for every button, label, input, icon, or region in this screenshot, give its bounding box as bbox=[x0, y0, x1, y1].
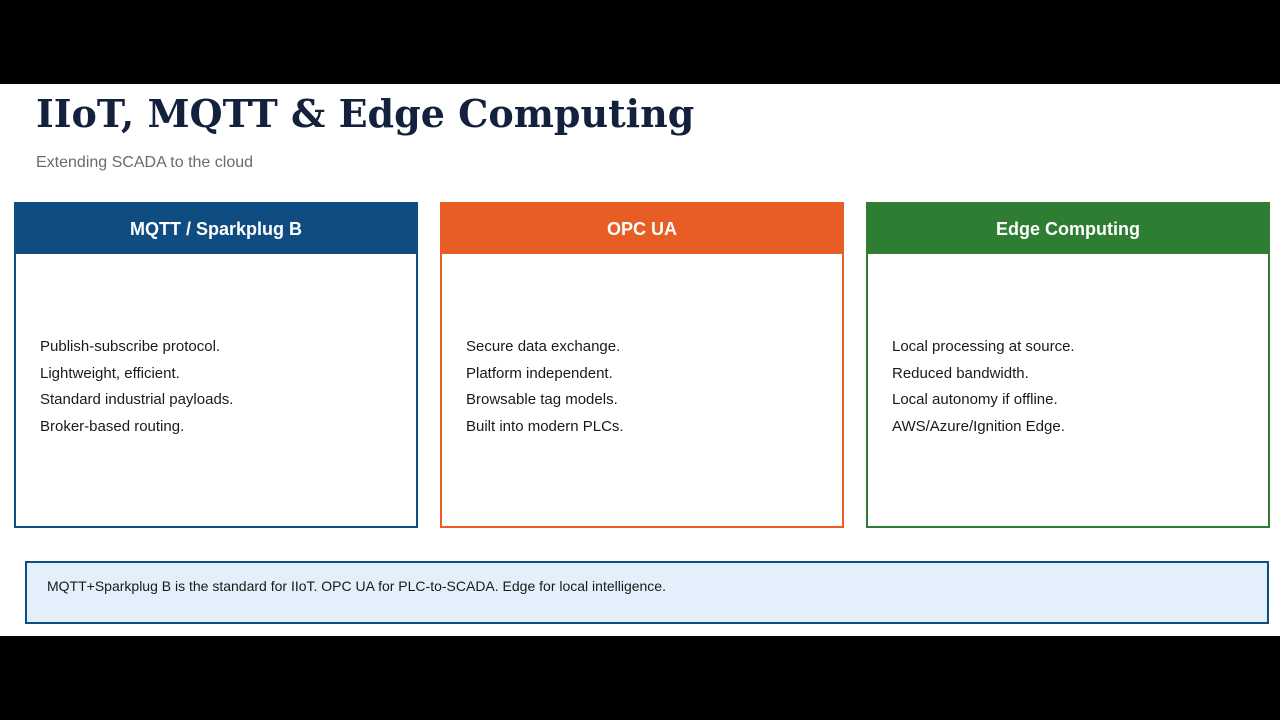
card-header: OPC UA bbox=[442, 204, 842, 254]
card-item: AWS/Azure/Ignition Edge. bbox=[892, 417, 1065, 435]
card-item-list: Secure data exchange. Platform independe… bbox=[466, 334, 818, 440]
card-title: OPC UA bbox=[606, 218, 677, 239]
summary-box: MQTT+Sparkplug B is the standard for IIo… bbox=[25, 561, 1269, 624]
card-header: MQTT / Sparkplug B bbox=[16, 204, 416, 254]
card-item-list: Local processing at source. Reduced band… bbox=[892, 334, 1244, 440]
card-item: Publish-subscribe protocol. bbox=[40, 338, 221, 355]
card-mqtt-sparkplug: MQTT / Sparkplug B Publish-subscribe pro… bbox=[14, 202, 418, 528]
card-title: Edge Computing bbox=[996, 218, 1140, 239]
card-body: Local processing at source. Reduced band… bbox=[868, 254, 1268, 440]
slide: IIoT, MQTT & Edge Computing Extending SC… bbox=[0, 84, 1280, 636]
card-item: Secure data exchange. bbox=[466, 338, 621, 355]
card-item: Platform independent. bbox=[466, 364, 613, 382]
card-item-list: Publish-subscribe protocol. Lightweight,… bbox=[40, 334, 392, 440]
card-item: Local autonomy if offline. bbox=[892, 391, 1058, 408]
card-item: Standard industrial payloads. bbox=[40, 391, 234, 408]
summary-text: MQTT+Sparkplug B is the standard for IIo… bbox=[47, 578, 666, 594]
slide-title: IIoT, MQTT & Edge Computing bbox=[36, 91, 695, 136]
card-title: MQTT / Sparkplug B bbox=[129, 218, 302, 239]
card-body: Publish-subscribe protocol. Lightweight,… bbox=[16, 254, 416, 440]
card-opc-ua: OPC UA Secure data exchange. Platform in… bbox=[440, 202, 844, 528]
card-header: Edge Computing bbox=[868, 204, 1268, 254]
card-edge-computing: Edge Computing Local processing at sourc… bbox=[866, 202, 1270, 528]
card-item: Built into modern PLCs. bbox=[466, 417, 624, 435]
card-item: Reduced bandwidth. bbox=[892, 364, 1029, 382]
card-item: Local processing at source. bbox=[892, 338, 1075, 355]
card-item: Broker-based routing. bbox=[40, 417, 185, 435]
card-item: Lightweight, efficient. bbox=[40, 364, 180, 382]
card-item: Browsable tag models. bbox=[466, 391, 618, 408]
slide-subtitle: Extending SCADA to the cloud bbox=[36, 154, 254, 171]
card-body: Secure data exchange. Platform independe… bbox=[442, 254, 842, 440]
